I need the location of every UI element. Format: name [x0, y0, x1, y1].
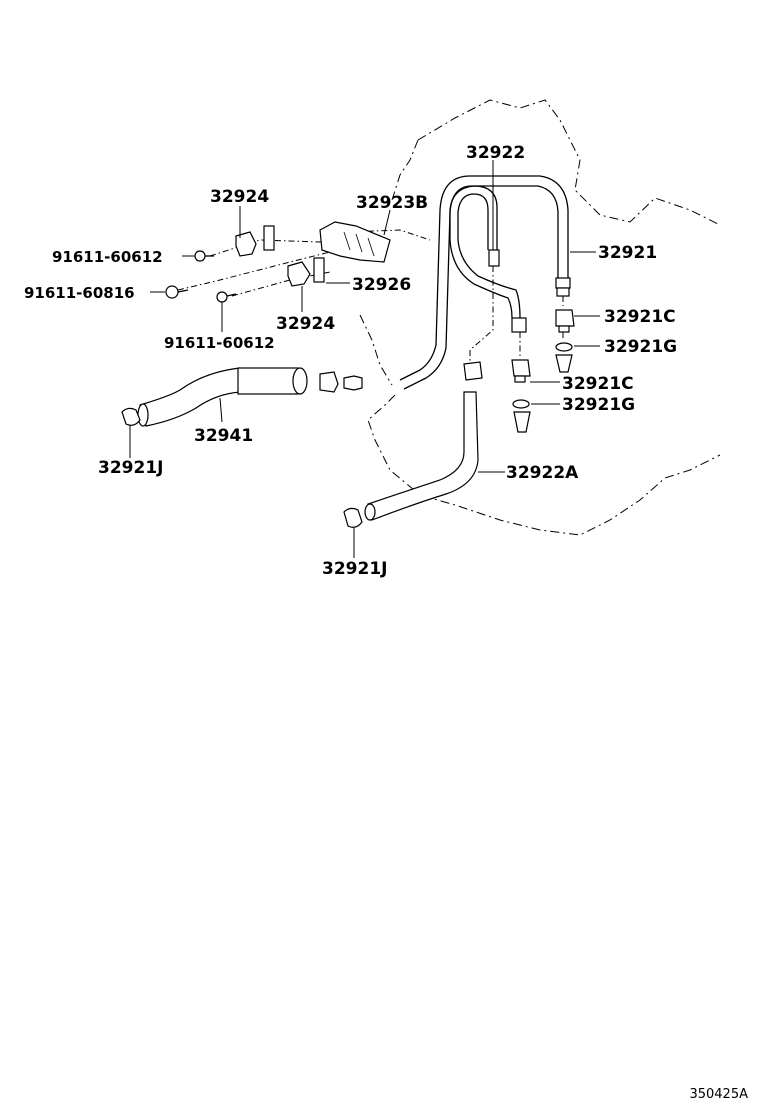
- clamp-32921J-right: [343, 507, 363, 528]
- label-32924-bottom: 32924: [276, 314, 335, 334]
- bolt-91611-60816: [165, 285, 179, 299]
- hose-32922A: [343, 361, 483, 528]
- insert-upper: [555, 354, 573, 373]
- hose-clamp-small: [319, 371, 339, 393]
- clamp-32921J-left: [121, 407, 141, 426]
- pipe-32922: [449, 185, 527, 333]
- sleeve-32926-a: [263, 225, 275, 251]
- label-32921J-left: 32921J: [98, 458, 163, 478]
- label-32922A: 32922A: [506, 463, 579, 483]
- transmission-outline: [359, 99, 721, 536]
- part-labels: 32922 32924 32923B 32921 91611-60612 916…: [24, 143, 677, 579]
- bolt-91611-60612-lower: [216, 291, 228, 303]
- fitting-32921C-lower: [511, 359, 531, 377]
- insert-lower: [513, 411, 531, 433]
- label-91611-60612-upper: 91611-60612: [52, 248, 163, 266]
- label-32921G-lower: 32921G: [562, 395, 635, 415]
- fitting-32921C-upper: [555, 309, 575, 327]
- fittings-group: [511, 309, 575, 433]
- label-32941: 32941: [194, 426, 253, 446]
- label-32923B: 32923B: [356, 193, 428, 213]
- bracket-assembly: [165, 221, 391, 303]
- label-32921C-upper: 32921C: [604, 307, 676, 327]
- hose-32922A-body: [367, 391, 479, 521]
- gasket-32921G-upper: [555, 342, 573, 352]
- pipe-end-fitting: [343, 375, 363, 391]
- label-32924-top: 32924: [210, 187, 269, 207]
- label-91611-60816: 91611-60816: [24, 284, 135, 302]
- label-32922: 32922: [466, 143, 525, 163]
- clamp-32924-lower: [287, 261, 311, 287]
- bolt-91611-60612-upper: [194, 250, 206, 262]
- label-91611-60612-lower: 91611-60612: [164, 334, 275, 352]
- label-32921C-lower: 32921C: [562, 374, 634, 394]
- pipe-32921: [399, 175, 571, 390]
- pipe-32921-fitting: [555, 277, 571, 289]
- hose-32941-sleeve: [237, 367, 299, 395]
- hose-32922A-clamp-top: [463, 361, 483, 381]
- hose-32941: [121, 367, 363, 427]
- figure-reference: 350425A: [689, 1087, 748, 1102]
- bracket-32923B: [319, 221, 391, 263]
- label-32921: 32921: [598, 243, 657, 263]
- clamp-32924-upper: [235, 231, 257, 257]
- sleeve-32926-b: [313, 257, 325, 283]
- pipe-32922-fitting-bottom: [511, 317, 527, 333]
- gasket-32921G-lower: [512, 399, 530, 409]
- label-32921J-right: 32921J: [322, 559, 387, 579]
- leader-lines: [129, 160, 600, 558]
- pipe-32922-fitting-top: [488, 249, 500, 267]
- label-32926: 32926: [352, 275, 411, 295]
- label-32921G-upper: 32921G: [604, 337, 677, 357]
